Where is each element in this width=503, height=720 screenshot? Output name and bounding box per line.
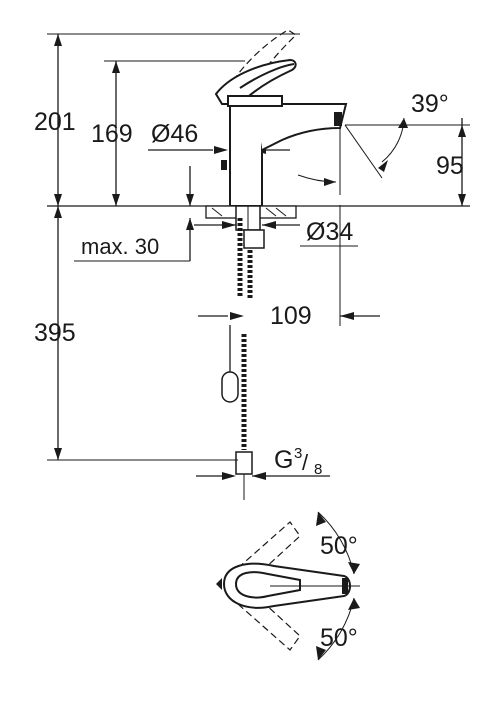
body-diameter-value: Ø46 xyxy=(151,120,198,148)
dimension-max-thickness: max. 30 xyxy=(74,218,194,262)
hole-diameter-value: Ø34 xyxy=(306,218,353,246)
faucet-body xyxy=(214,29,348,207)
spout-reach-value: 109 xyxy=(270,302,312,330)
total-height-value: 201 xyxy=(34,108,76,136)
mounting-hardware xyxy=(186,166,300,249)
dimension-connection-thread: G 3 / 8 xyxy=(196,445,330,500)
top-view: 50° 50° xyxy=(216,511,360,661)
dimension-hole-diameter: Ø34 xyxy=(300,218,358,247)
dimension-lever-angle: 39° xyxy=(344,90,470,179)
rotation-upper-value: 50° xyxy=(320,532,358,560)
dimension-total-height: 201 xyxy=(34,33,300,206)
dimension-hose-length: 395 xyxy=(34,206,238,461)
connection-prefix: G xyxy=(274,446,293,474)
dimension-outlet-height: 95 xyxy=(297,118,466,206)
connection-denominator: 8 xyxy=(314,461,322,478)
dimension-spout-height: 169 xyxy=(91,60,245,206)
lever-angle-value: 39° xyxy=(411,90,449,118)
max-thickness-value: max. 30 xyxy=(81,234,159,259)
rotation-lower-value: 50° xyxy=(320,624,358,652)
hose-length-value: 395 xyxy=(34,319,76,347)
spout-height-value: 169 xyxy=(91,120,133,148)
connection-numerator: 3 xyxy=(294,445,302,462)
dimension-spout-reach: 109 xyxy=(198,205,380,330)
supply-hoses xyxy=(221,218,253,475)
svg-text:/: / xyxy=(302,450,309,475)
outlet-height-value: 95 xyxy=(436,152,464,180)
